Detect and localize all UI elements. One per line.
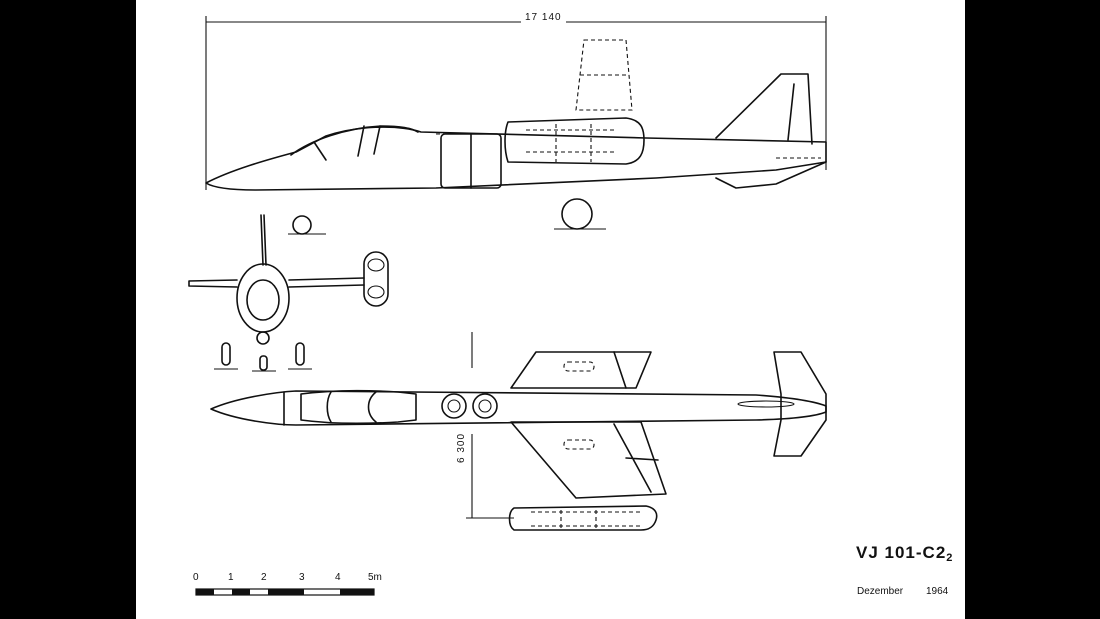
side-fuselage (205, 126, 827, 191)
date-year: 1964 (926, 586, 949, 597)
scale-tick-label: 3 (299, 572, 305, 583)
drawing-title: VJ 101-C22 (856, 543, 953, 564)
length-dimension-label: 17 140 (521, 12, 566, 23)
length-dimension-line (205, 16, 827, 190)
side-view-wheels (288, 198, 606, 235)
scale-tick-label: 5m (368, 572, 382, 583)
side-fin (715, 73, 813, 145)
front-view (188, 214, 389, 372)
drawing-title-main: VJ 101-C2 (856, 543, 947, 562)
date-month: Dezember (857, 586, 904, 597)
plan-wing-upper (510, 351, 652, 389)
three-view-drawing (188, 16, 827, 596)
plan-nacelle (508, 505, 658, 531)
side-canopy (290, 125, 419, 156)
side-nacelle (504, 117, 645, 165)
scale-tick-label: 0 (193, 572, 199, 583)
plan-view (210, 332, 827, 531)
plan-wing-lower (510, 421, 667, 499)
span-dimension-label: 6 300 (456, 432, 467, 463)
scale-bar (195, 588, 375, 596)
drawing-title-subscript: 2 (946, 552, 954, 564)
plan-tail (773, 351, 827, 457)
scale-tick-label: 4 (335, 572, 341, 583)
side-view (205, 39, 827, 191)
scale-tick-label: 1 (228, 572, 234, 583)
drawing-sheet: 17 140 6 300 0 1 2 3 4 5m VJ 101-C22 Dez… (136, 0, 965, 619)
scale-tick-label: 2 (261, 572, 267, 583)
